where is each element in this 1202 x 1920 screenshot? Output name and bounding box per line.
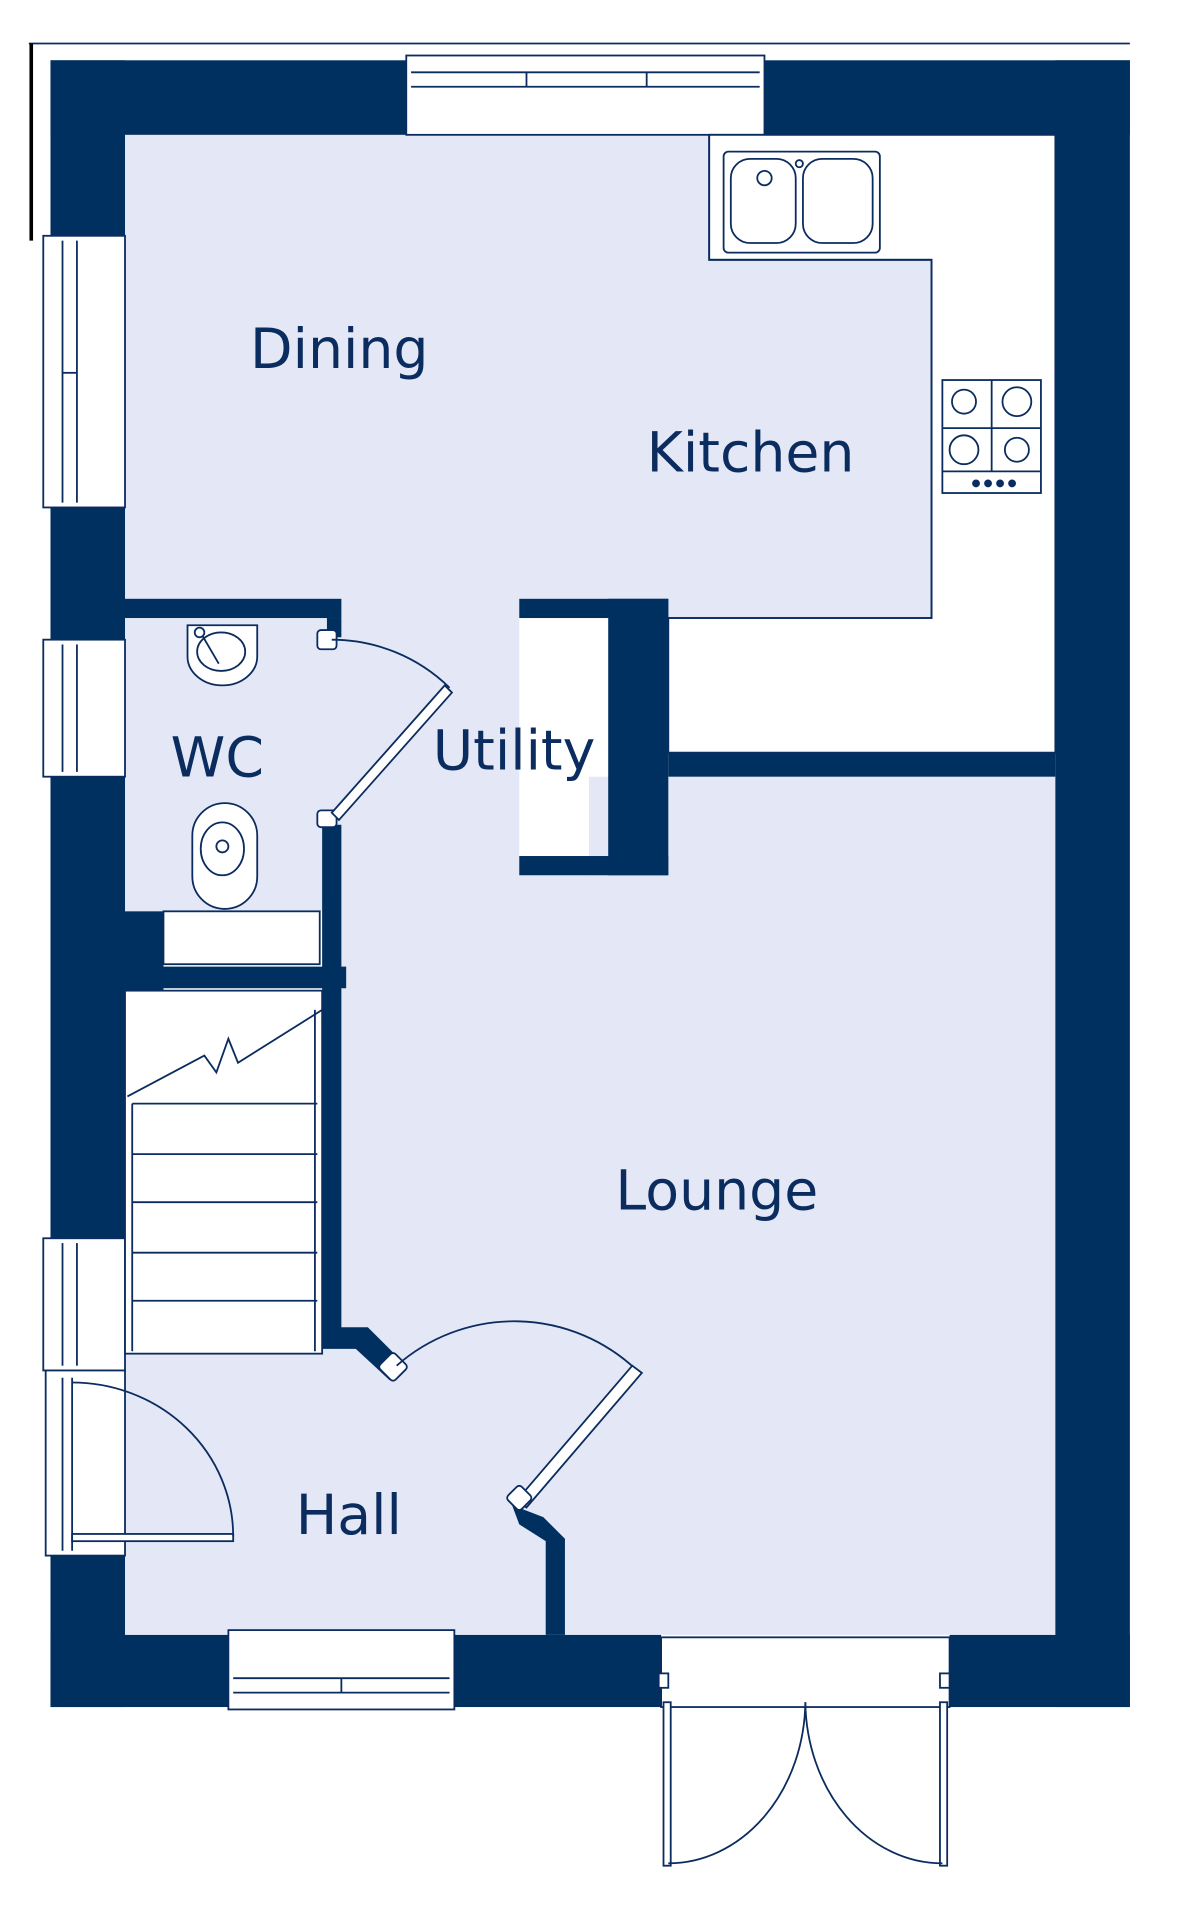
lounge-door-upper [378, 1320, 644, 1511]
room-label-lounge: Lounge [615, 1159, 818, 1223]
room-label-dining: Dining [250, 318, 428, 382]
basin-icon [186, 624, 259, 687]
walls [50, 60, 1130, 1708]
sink-icon [722, 150, 881, 254]
window-dining-left [42, 234, 126, 509]
room-label-kitchen: Kitchen [647, 421, 855, 485]
dining-kitchen-floor [125, 134, 1056, 619]
wc-door [316, 629, 454, 829]
room-label-hall: Hall [296, 1484, 402, 1548]
toilet-icon [191, 802, 259, 910]
window-stairs-left [42, 1237, 126, 1372]
window-hall-bottom [227, 1629, 456, 1711]
hall-floor [125, 1353, 570, 1635]
staircase [124, 989, 324, 1355]
window-wc-left [42, 638, 126, 778]
wc-cistern-shelf [162, 910, 321, 966]
plot-boundary-lines [28, 42, 1130, 241]
room-label-wc: WC [171, 727, 264, 791]
windows [42, 54, 766, 1711]
room-label-utility: Utility [433, 719, 596, 783]
window-top [405, 54, 766, 136]
front-door [44, 1369, 235, 1557]
room-labels: Dining Kitchen WC Utility Lounge Hall [171, 318, 855, 1548]
french-doors [657, 1636, 951, 1867]
worktop-edge [668, 134, 933, 619]
hob-icon [941, 379, 1042, 494]
